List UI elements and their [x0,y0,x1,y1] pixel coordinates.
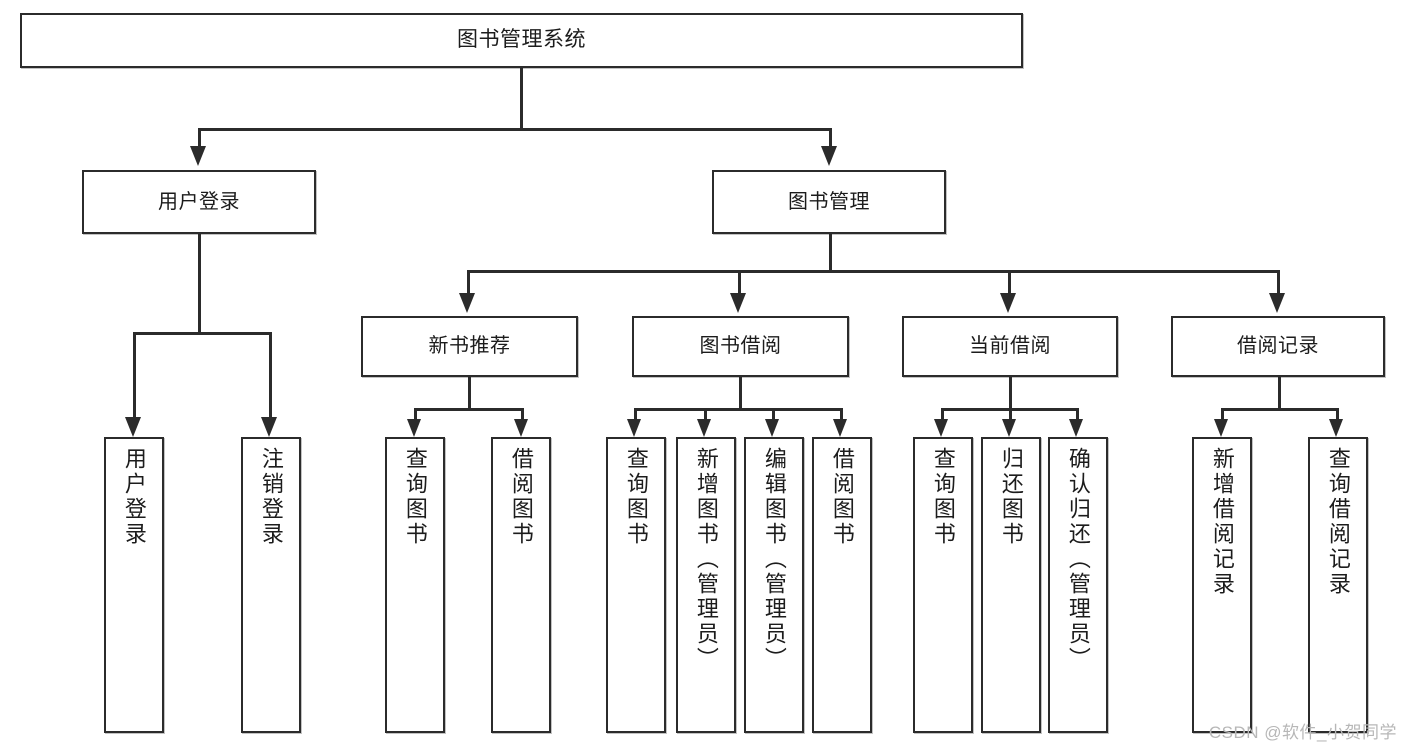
connector-record-to-leaf1 [1221,408,1224,420]
connector-newbook-stem [468,377,471,410]
arrow-login-to-leaf1 [125,417,141,437]
arrow-borrow-to-leaf2 [697,419,711,437]
leaf-label: 注销登录 [258,447,284,547]
connector-current-to-leaf2 [1009,408,1012,420]
arrow-current-to-leaf3 [1069,419,1083,437]
connector-bookmgmt-stem [829,234,832,272]
arrow-borrow-to-leaf3 [765,419,779,437]
leaf-label: 查询借阅记录 [1325,447,1351,597]
connector-record-stem [1278,377,1281,410]
connector-current-to-leaf1 [941,408,944,420]
leaf-current-return-book[interactable]: 归还图书 [981,437,1041,733]
connector-login-to-leaf2 [269,332,272,419]
connector-bus-to-newbook [467,270,470,295]
node-current-borrow[interactable]: 当前借阅 [902,316,1118,377]
arrow-newbook-to-leaf2 [514,419,528,437]
node-label: 图书借阅 [699,335,782,357]
node-borrow-record[interactable]: 借阅记录 [1171,316,1385,377]
arrow-record-to-leaf1 [1214,419,1228,437]
connector-newbook-to-leaf1 [414,408,417,420]
arrow-record-to-leaf2 [1329,419,1343,437]
arrow-login-to-leaf2 [261,417,277,437]
node-user-login[interactable]: 用户登录 [82,170,316,234]
leaf-current-confirm-return-admin[interactable]: 确认归还（管理员） [1048,437,1108,733]
arrow-root-to-bookmgmt [821,146,837,166]
arrow-root-to-login [190,146,206,166]
arrow-current-to-leaf2 [1002,419,1016,437]
connector-borrow-to-leaf2 [704,408,707,420]
leaf-label: 新增图书（管理员） [693,447,719,672]
connector-borrow-to-leaf4 [840,408,843,420]
node-label: 用户登录 [158,190,240,213]
connector-bookmgmt-bus [467,270,1279,273]
leaf-user-login[interactable]: 用户登录 [104,437,164,733]
node-book-management[interactable]: 图书管理 [712,170,946,234]
node-book-borrow[interactable]: 图书借阅 [632,316,849,377]
arrow-bus-to-borrow [730,293,746,313]
connector-record-to-leaf2 [1336,408,1339,420]
connector-bus-to-current [1008,270,1011,295]
node-label: 图书管理 [788,190,870,213]
leaf-label: 归还图书 [998,447,1024,547]
connector-root-bus [198,128,832,131]
connector-newbook-to-leaf2 [521,408,524,420]
connector-current-to-leaf3 [1076,408,1079,420]
node-root-system[interactable]: 图书管理系统 [20,13,1023,68]
node-label: 新书推荐 [428,335,511,357]
leaf-borrow-query-book[interactable]: 查询图书 [606,437,666,733]
leaf-borrow-edit-book-admin[interactable]: 编辑图书（管理员） [744,437,804,733]
node-label: 当前借阅 [969,335,1051,357]
leaf-newbook-query-book[interactable]: 查询图书 [385,437,445,733]
leaf-record-add-record[interactable]: 新增借阅记录 [1192,437,1252,733]
node-new-book-recommend[interactable]: 新书推荐 [361,316,578,377]
connector-bus-to-borrow [738,270,741,295]
connector-root-stem [520,68,523,128]
leaf-borrow-add-book-admin[interactable]: 新增图书（管理员） [676,437,736,733]
connector-borrow-bus [634,408,842,411]
leaf-record-query-record[interactable]: 查询借阅记录 [1308,437,1368,733]
leaf-label: 查询图书 [930,447,956,547]
leaf-label: 确认归还（管理员） [1065,447,1091,672]
arrow-borrow-to-leaf1 [627,419,641,437]
node-label: 借阅记录 [1237,335,1319,357]
leaf-user-logout[interactable]: 注销登录 [241,437,301,733]
arrow-current-to-leaf1 [934,419,948,437]
leaf-newbook-borrow-book[interactable]: 借阅图书 [491,437,551,733]
leaf-label: 查询图书 [623,447,649,547]
arrow-bus-to-current [1000,293,1016,313]
connector-newbook-bus [414,408,524,411]
connector-bus-to-record [1277,270,1280,295]
arrow-newbook-to-leaf1 [407,419,421,437]
connector-current-stem [1009,377,1012,410]
leaf-label: 新增借阅记录 [1209,447,1235,597]
leaf-label: 编辑图书（管理员） [761,447,787,672]
connector-root-to-login [198,128,201,146]
leaf-label: 借阅图书 [508,447,534,547]
connector-login-to-leaf1 [133,332,136,419]
connector-record-bus [1221,408,1338,411]
connector-borrow-stem [739,377,742,410]
arrow-bus-to-newbook [459,293,475,313]
connector-login-bus [133,332,272,335]
connector-borrow-to-leaf1 [634,408,637,420]
arrow-bus-to-record [1269,293,1285,313]
leaf-current-query-book[interactable]: 查询图书 [913,437,973,733]
leaf-label: 借阅图书 [829,447,855,547]
leaf-label: 用户登录 [121,447,147,547]
connector-root-to-bookmgmt [829,128,832,146]
leaf-label: 查询图书 [402,447,428,547]
connector-borrow-to-leaf3 [772,408,775,420]
arrow-borrow-to-leaf4 [833,419,847,437]
connector-login-stem [198,234,201,335]
leaf-borrow-borrow-book[interactable]: 借阅图书 [812,437,872,733]
node-label: 图书管理系统 [457,28,586,52]
